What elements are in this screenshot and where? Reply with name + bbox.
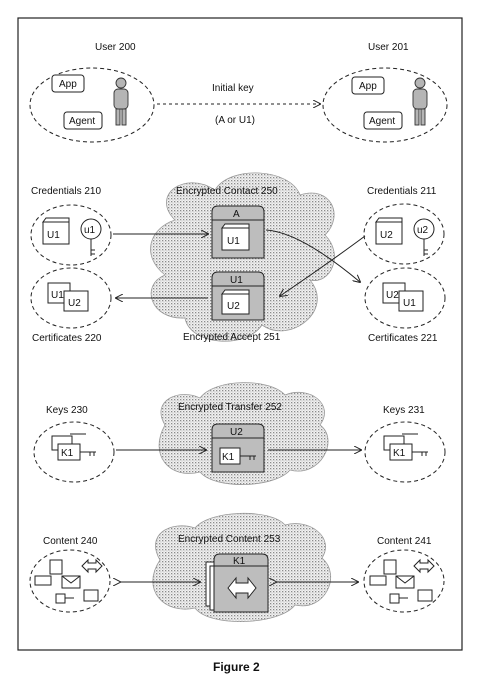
keys-230-key: K1 — [61, 448, 74, 459]
encrypted-contact-doc: U1 — [227, 236, 240, 247]
user-201-app-box — [351, 76, 385, 95]
credentials-211-key: u2 — [417, 225, 429, 236]
figure-caption: Figure 2 — [213, 660, 260, 674]
arrow-credentials-211-to-accept — [280, 235, 366, 296]
content-240-label: Content 240 — [43, 536, 98, 547]
exchange-arrows-icon — [227, 576, 257, 600]
encrypted-transfer-key: K1 — [222, 452, 235, 463]
user-201-label: User 201 — [368, 42, 409, 53]
user-200-app-label: App — [59, 79, 77, 90]
certificates-220-front-icon — [63, 290, 89, 312]
content-241-label: Content 241 — [377, 536, 432, 547]
content-240-folder-icon — [83, 589, 99, 602]
certificates-220-label: Certificates 220 — [32, 333, 102, 344]
certificates-221-front-icon — [398, 290, 424, 312]
user-201-app-label: App — [359, 81, 377, 92]
user-201-agent-label: Agent — [369, 116, 395, 127]
user-200-agent-label: Agent — [69, 116, 95, 127]
user-200-group: User 200 App Agent — [29, 42, 155, 143]
encrypted-content-lock: K1 — [233, 556, 246, 567]
encrypted-content-package: K1 — [205, 553, 269, 613]
initial-key-sublabel: (A or U1) — [215, 115, 255, 126]
keys-231-key: K1 — [393, 448, 406, 459]
certificates-220-front: U2 — [68, 298, 81, 309]
encrypted-accept-doc: U2 — [227, 301, 240, 312]
keys-231-label: Keys 231 — [383, 405, 425, 416]
content-241-message-icon — [369, 575, 387, 586]
initial-key-label: Initial key — [212, 83, 254, 94]
encrypted-transfer-lock: U2 — [230, 427, 243, 438]
encrypted-content-label: Encrypted Content 253 — [178, 534, 281, 545]
certificates-221-front: U1 — [403, 298, 416, 309]
content-241-exchange-icon — [413, 558, 435, 574]
certificates-221-back: U2 — [386, 290, 399, 301]
encrypted-transfer-package: U2 K1 — [211, 423, 265, 473]
encrypted-accept-lock: U1 — [230, 275, 243, 286]
arrow-contact-to-certificates-221 — [265, 229, 360, 282]
encrypted-contact-label: Encrypted Contact 250 — [176, 186, 278, 197]
encrypted-transfer-label: Encrypted Transfer 252 — [178, 402, 282, 413]
encrypted-contact-package: A U1 — [211, 205, 265, 259]
content-241-file-icon — [389, 593, 400, 604]
credentials-210-key: u1 — [84, 225, 96, 236]
content-240-document-icon — [49, 559, 63, 575]
figure-frame — [17, 17, 463, 651]
keys-230-label: Keys 230 — [46, 405, 88, 416]
user-201-agent-box — [363, 111, 403, 130]
user-200-label: User 200 — [95, 42, 136, 53]
certificates-221-label: Certificates 221 — [368, 333, 438, 344]
user-201-group: User 201 App Agent — [322, 42, 448, 143]
encrypted-contact-lock: A — [233, 209, 240, 220]
credentials-210-label: Credentials 210 — [31, 186, 101, 197]
content-240-exchange-icon — [81, 558, 103, 574]
content-241-document-icon — [383, 559, 397, 575]
user-200-app-box — [51, 74, 85, 93]
encrypted-accept-package: U1 U2 — [211, 271, 265, 321]
content-240-message-icon — [34, 575, 52, 586]
content-240-file-icon — [55, 593, 66, 604]
user-201-oval — [322, 67, 448, 143]
certificates-220-back: U1 — [51, 290, 64, 301]
credentials-211-label: Credentials 211 — [367, 186, 437, 197]
credentials-211-doc: U2 — [380, 230, 393, 241]
user-200-agent-box — [63, 111, 103, 130]
encrypted-accept-label: Encrypted Accept 251 — [183, 332, 281, 343]
user-200-oval — [29, 67, 155, 143]
credentials-210-doc: U1 — [47, 230, 60, 241]
content-241-folder-icon — [417, 589, 433, 602]
